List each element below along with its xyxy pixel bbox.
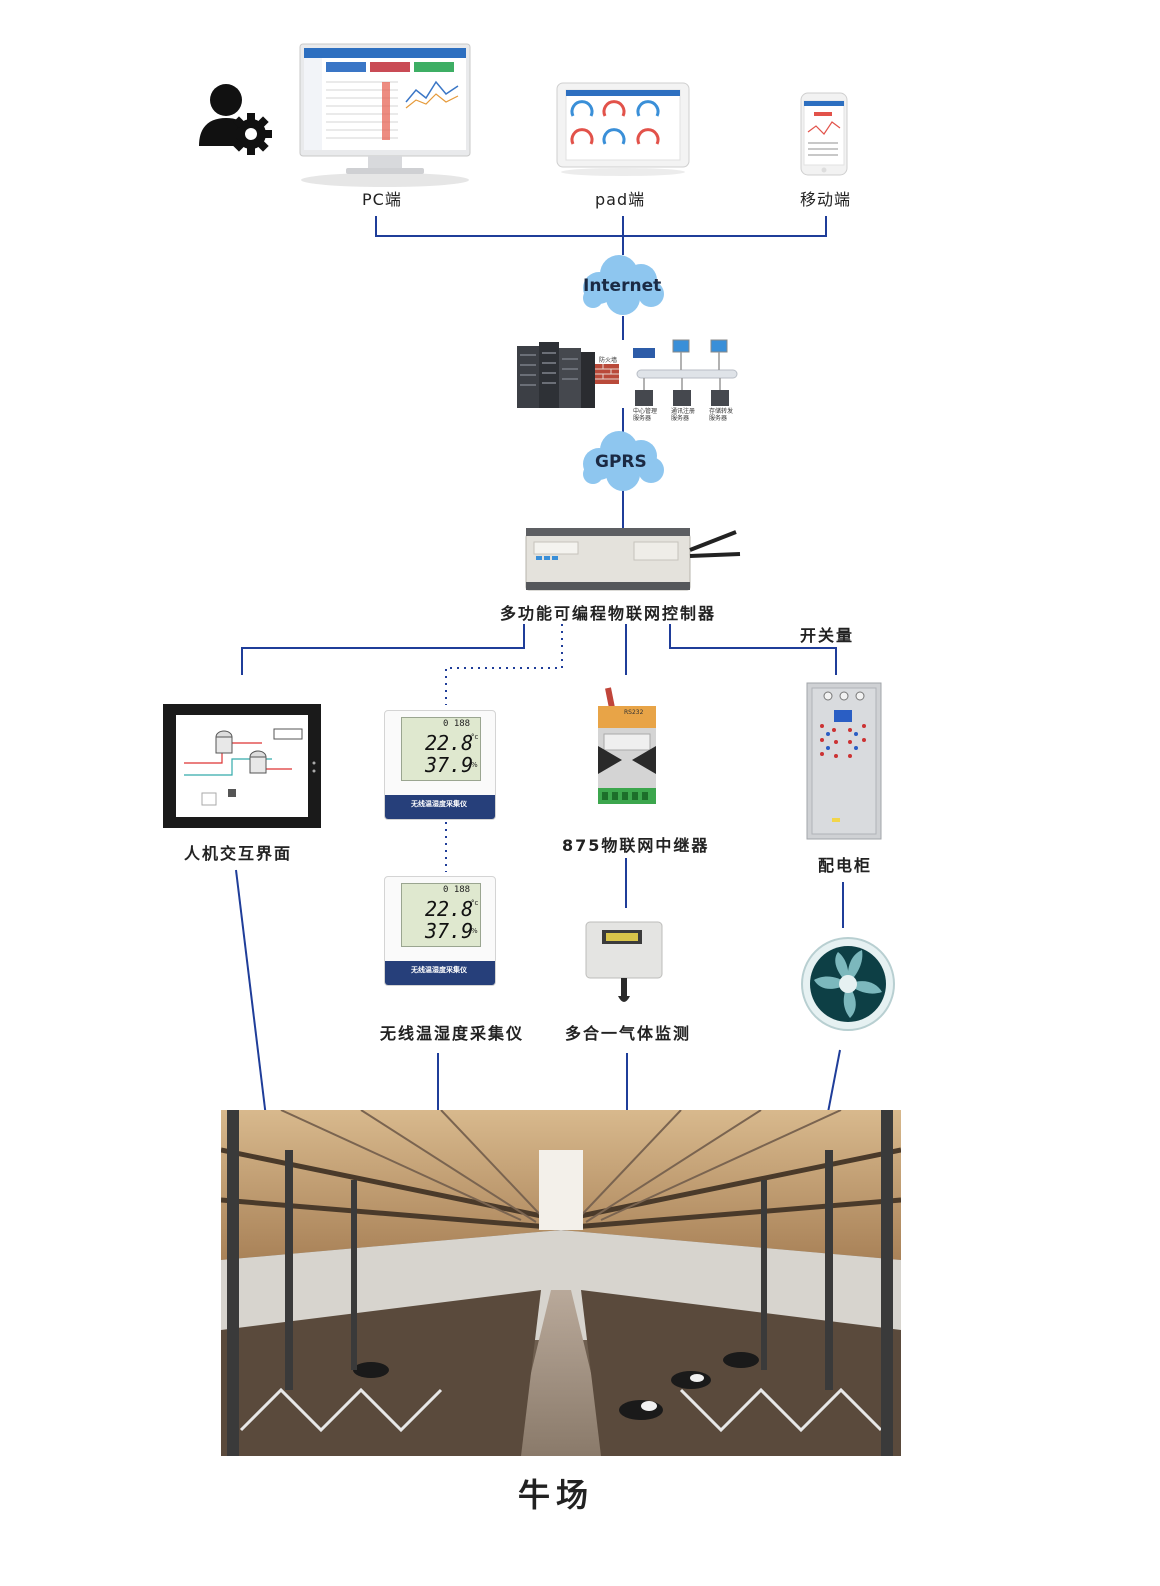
server-network-icon — [517, 339, 738, 408]
sensor-hum-1: 37.9 — [425, 753, 474, 777]
hmi-label: 人机交互界面 — [184, 844, 293, 863]
gprs-label: GPRS — [595, 452, 647, 472]
server-label-2: 通讯注册 服务器 — [671, 408, 696, 422]
sensor-temp-2: 22.8 — [425, 897, 474, 921]
firewall-label: 防火墙 — [599, 357, 618, 364]
iot-controller-icon — [525, 528, 741, 591]
sensor-hum-2: 37.9 — [425, 919, 474, 943]
server-label-3: 存储转发 服务器 — [709, 408, 734, 422]
pc-client-label: PC端 — [362, 190, 402, 209]
sensor-id-2: 0 188 — [443, 885, 471, 895]
relay-label: 875物联网中继器 — [562, 836, 710, 855]
cabinet-label: 配电柜 — [818, 856, 873, 875]
sensor-id-1: 0 188 — [443, 719, 471, 729]
gas-label: 多合一气体监测 — [565, 1024, 692, 1043]
distribution-cabinet-icon — [806, 682, 882, 840]
sensor-band-1 — [385, 795, 495, 819]
temp-humidity-sensor-1: 0 188 22.8 °c 37.9 % 无线温湿度采集仪 — [384, 710, 496, 820]
server-label-1: 中心管理 服务器 — [633, 408, 658, 422]
internet-label: Internet — [583, 276, 662, 296]
iot-relay-icon — [598, 687, 656, 804]
gas-monitor-icon — [585, 921, 663, 1002]
cattle-barn-photo — [221, 1110, 901, 1456]
internet-cloud-icon — [583, 255, 664, 315]
sensor-hum-unit-1: % — [471, 761, 478, 769]
sensor-label: 无线温湿度采集仪 — [380, 1024, 525, 1043]
pc-monitor-icon — [299, 43, 471, 187]
sensor-lcd-2 — [401, 883, 481, 947]
mobile-phone-icon — [800, 92, 848, 176]
pad-tablet-icon — [556, 82, 690, 176]
sensor-temp-unit-2: °c — [471, 899, 479, 907]
user-settings-icon — [199, 84, 272, 155]
sensor-lcd-1 — [401, 717, 481, 781]
sensor-temp-unit-1: °c — [471, 733, 479, 741]
sensor-temp-1: 22.8 — [425, 731, 474, 755]
switch-signal-label: 开关量 — [800, 626, 855, 645]
sensor-hum-unit-2: % — [471, 927, 478, 935]
sensor-brand-2: 无线温湿度采集仪 — [411, 966, 467, 974]
pad-client-label: pad端 — [595, 190, 646, 209]
sensor-band-2 — [385, 961, 495, 985]
relay-tag: RS232 — [624, 709, 644, 716]
site-title: 牛场 — [518, 1476, 595, 1514]
mobile-client-label: 移动端 — [800, 190, 852, 209]
fan-icon — [801, 937, 895, 1031]
gprs-cloud-icon — [583, 431, 664, 491]
temp-humidity-sensor-2: 0 188 22.8 °c 37.9 % 无线温湿度采集仪 — [384, 876, 496, 986]
sensor-brand-1: 无线温湿度采集仪 — [411, 800, 467, 808]
controller-label: 多功能可编程物联网控制器 — [500, 604, 717, 623]
hmi-screen-icon — [163, 704, 321, 828]
